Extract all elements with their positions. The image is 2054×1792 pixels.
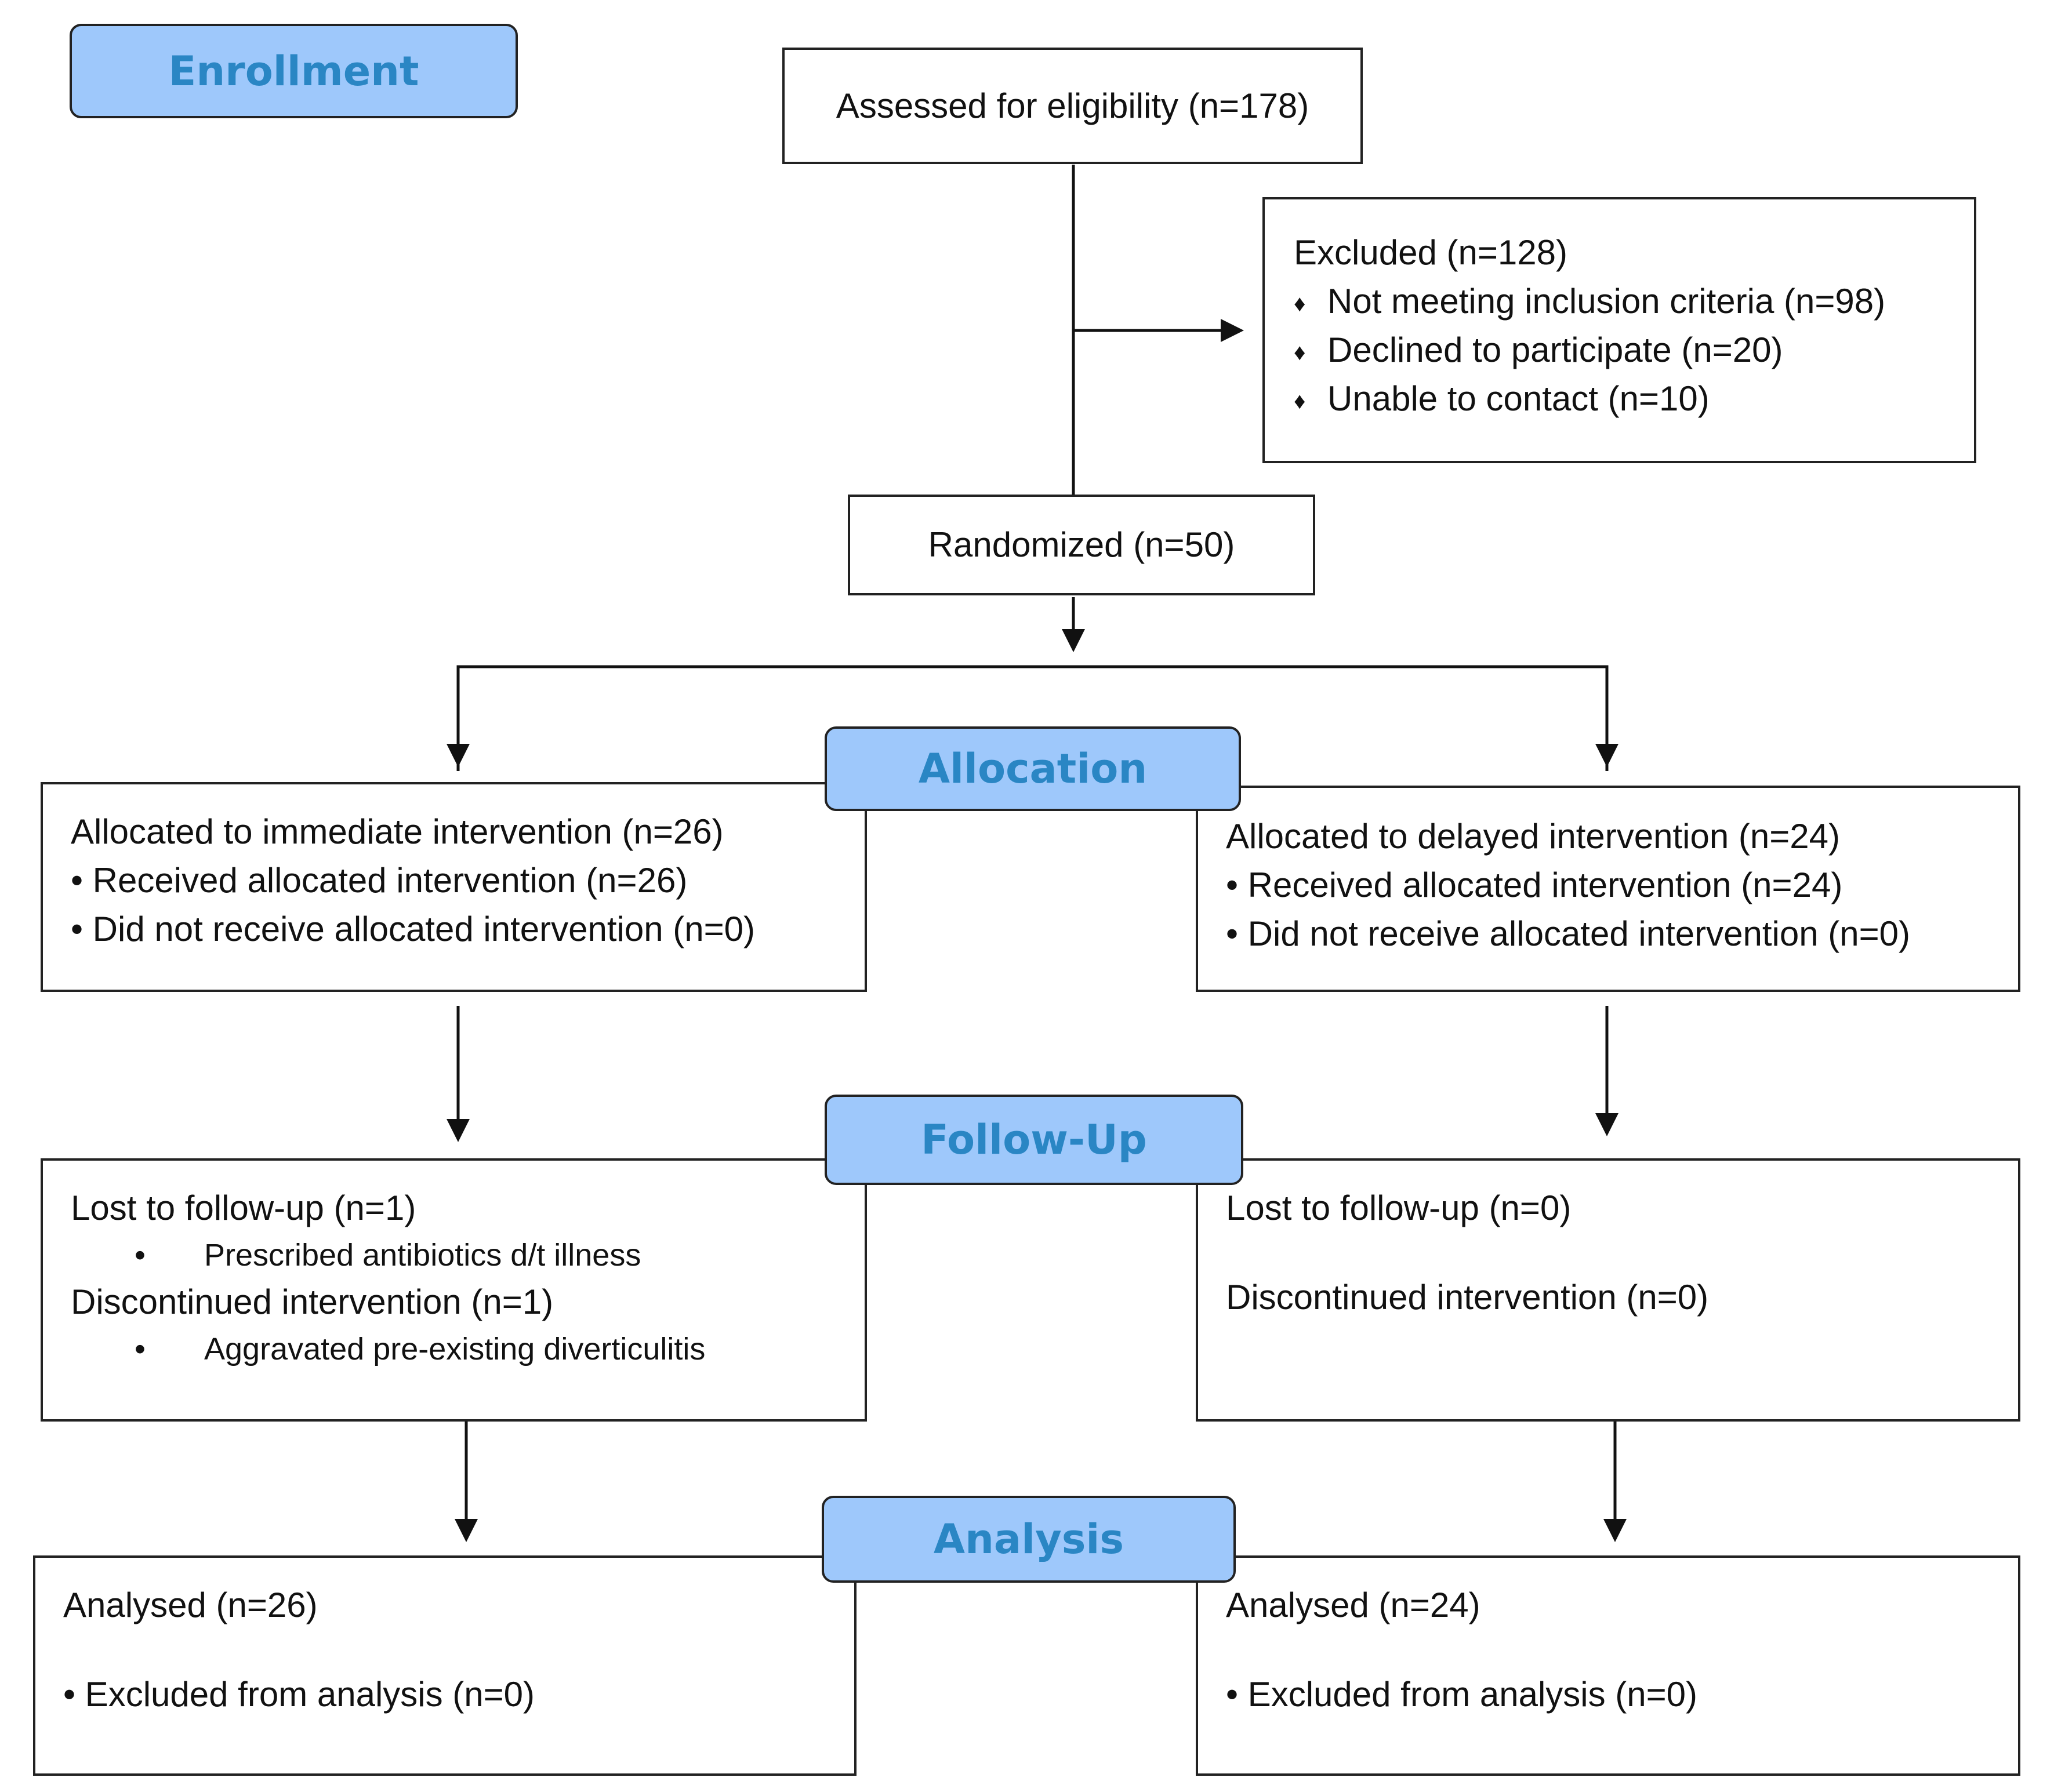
- discontinued-right: Discontinued intervention (n=0): [1226, 1278, 1709, 1317]
- analysed-right: Analysed (n=24): [1226, 1586, 1480, 1624]
- follow-up-right-box: Lost to follow-up (n=0) Discontinued int…: [1196, 1158, 2020, 1422]
- bullet-icon: •: [135, 1332, 146, 1367]
- analysed-left: Analysed (n=26): [63, 1586, 318, 1624]
- randomized-box: Randomized (n=50): [848, 495, 1315, 595]
- discontinued-reason-left: •Aggravated pre-existing diverticulitis: [71, 1326, 865, 1372]
- allocation-left-item: • Received allocated intervention (n=26): [71, 861, 688, 900]
- bullet-icon: •: [135, 1238, 146, 1273]
- excluded-box: Excluded (n=128) ♦Not meeting inclusion …: [1262, 197, 1976, 463]
- allocation-right-item: • Received allocated intervention (n=24): [1226, 866, 1843, 904]
- randomized-text: Randomized (n=50): [928, 525, 1235, 564]
- excluded-item: ♦Unable to contact (n=10): [1294, 379, 1710, 418]
- allocation-left-title: Allocated to immediate intervention (n=2…: [71, 812, 724, 851]
- assessed-box: Assessed for eligibility (n=178): [782, 48, 1363, 164]
- excluded-item: ♦Declined to participate (n=20): [1294, 330, 1783, 369]
- discontinued-left: Discontinued intervention (n=1): [71, 1282, 554, 1322]
- follow-up-stage-label: Follow-Up: [825, 1095, 1243, 1185]
- lost-to-follow-up-left: Lost to follow-up (n=1): [71, 1188, 416, 1227]
- analysis-left-box: Analysed (n=26) • Excluded from analysis…: [33, 1555, 857, 1776]
- excluded-title: Excluded (n=128): [1294, 233, 1567, 272]
- allocation-right-item: • Did not receive allocated intervention…: [1226, 914, 1910, 953]
- excluded-item: ♦Not meeting inclusion criteria (n=98): [1294, 282, 1886, 321]
- excluded-from-analysis-left: • Excluded from analysis (n=0): [63, 1675, 535, 1714]
- enrollment-stage-label: Enrollment: [70, 24, 518, 118]
- split-line: [456, 665, 1609, 771]
- diamond-bullet-icon: ♦: [1294, 291, 1306, 317]
- allocation-right-box: Allocated to delayed intervention (n=24)…: [1196, 786, 2020, 992]
- allocation-right-title: Allocated to delayed intervention (n=24): [1226, 817, 1841, 856]
- analysis-right-box: Analysed (n=24) • Excluded from analysis…: [1196, 1555, 2020, 1776]
- allocation-left-box: Allocated to immediate intervention (n=2…: [41, 782, 867, 992]
- follow-up-left-box: Lost to follow-up (n=1) •Prescribed anti…: [41, 1158, 867, 1422]
- diamond-bullet-icon: ♦: [1294, 340, 1306, 366]
- analysis-stage-label: Analysis: [822, 1496, 1236, 1583]
- excluded-from-analysis-right: • Excluded from analysis (n=0): [1226, 1675, 1698, 1714]
- assessed-text: Assessed for eligibility (n=178): [836, 86, 1309, 125]
- allocation-left-item: • Did not receive allocated intervention…: [71, 910, 755, 948]
- allocation-stage-label: Allocation: [825, 726, 1241, 811]
- lost-reason-left: •Prescribed antibiotics d/t illness: [71, 1233, 865, 1278]
- lost-to-follow-up-right: Lost to follow-up (n=0): [1226, 1188, 1572, 1227]
- diamond-bullet-icon: ♦: [1294, 388, 1306, 415]
